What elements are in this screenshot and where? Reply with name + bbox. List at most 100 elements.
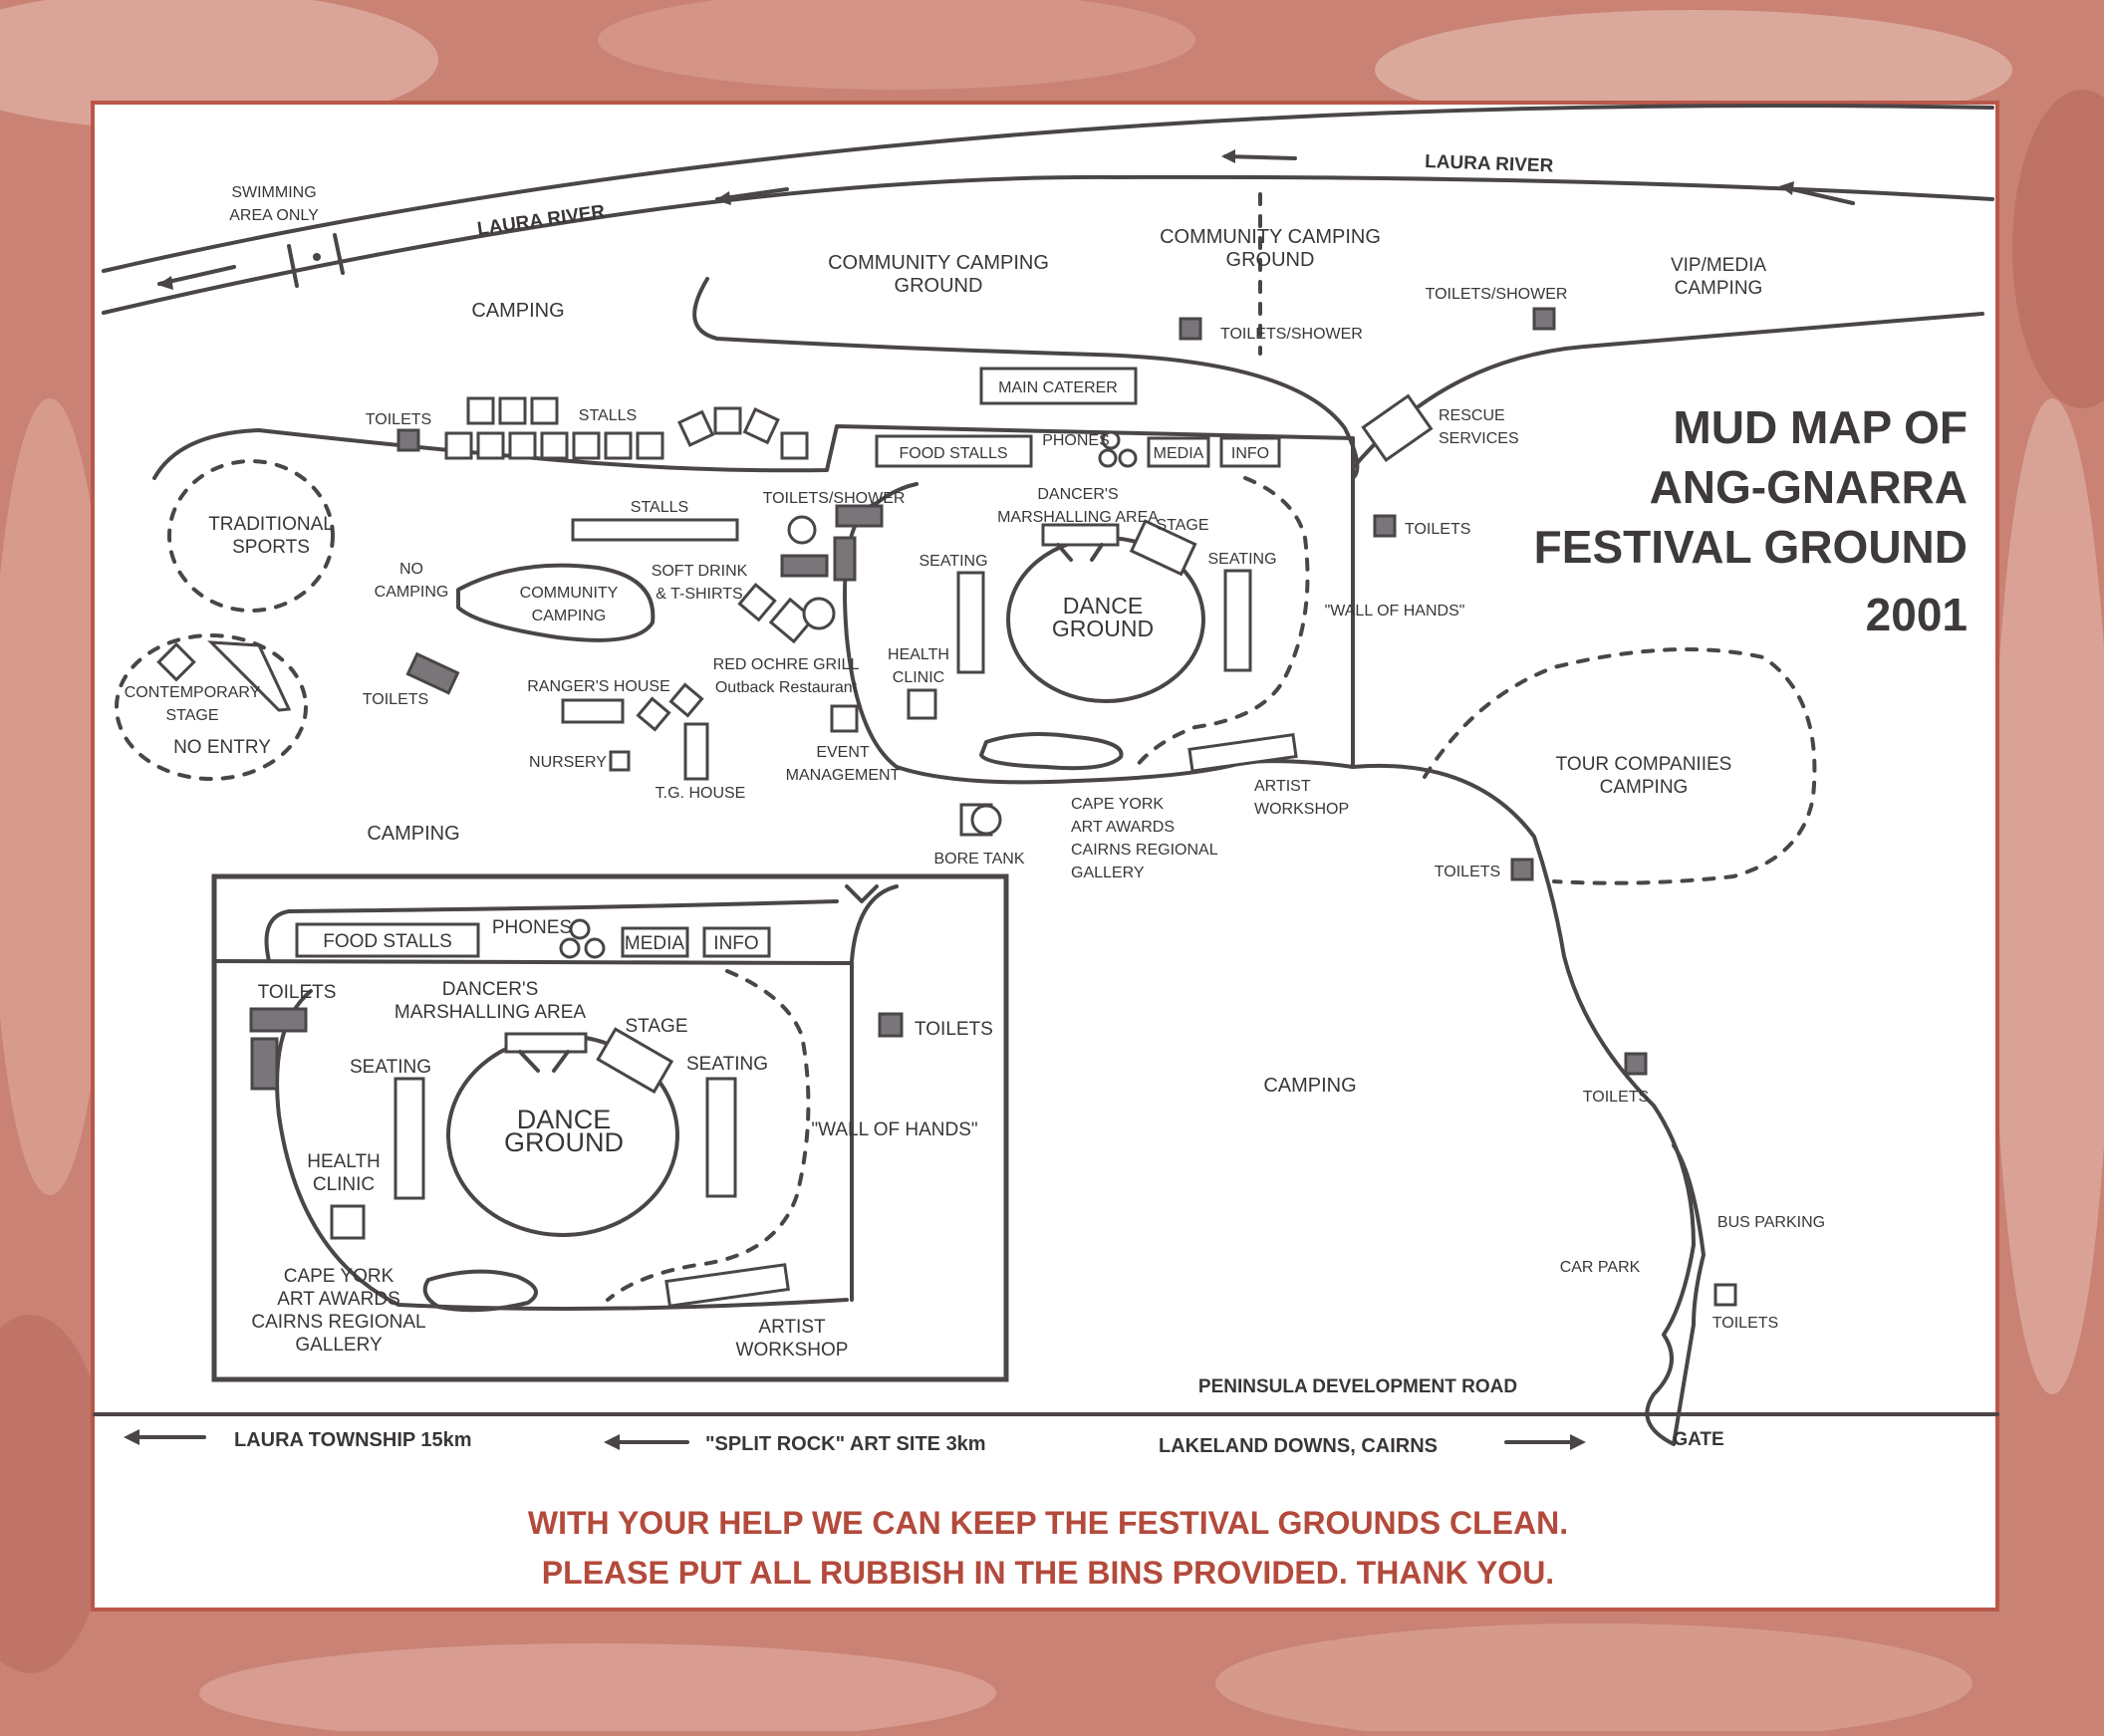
- map-community-camping-1-label: GROUND: [895, 275, 983, 297]
- media-box: [1147, 436, 1210, 468]
- direction-lakeland: LAKELAND DOWNS, CAIRNS: [1159, 1435, 1438, 1457]
- inset-media-box: [621, 926, 689, 958]
- river-label-right: LAURA RIVER: [1425, 151, 1554, 177]
- ranger-hut-2: [668, 682, 704, 718]
- map-toilets-shower-top-label: TOILETS/SHOWER: [1220, 326, 1363, 343]
- river-arrow-e-head: [1779, 181, 1794, 195]
- inset-phone-2: [559, 937, 581, 959]
- map-phones-label: PHONES: [1042, 432, 1110, 449]
- rescue-box: [1361, 393, 1434, 462]
- seating-right-bar: [1223, 569, 1252, 672]
- map-toilets-tour-label: TOILETS: [1435, 864, 1500, 880]
- contemporary-box: [156, 641, 196, 682]
- inset-dancers-marshalling-label: MARSHALLING AREA: [394, 1002, 586, 1023]
- map-community-camping-2-label: COMMUNITY CAMPING: [1160, 226, 1381, 248]
- map-health-clinic-label: HEALTH: [888, 646, 949, 663]
- title-line-4: 2001: [1866, 589, 1968, 640]
- inset-wall-of-hands-line: [606, 969, 811, 1302]
- soft-drink-box-2: [768, 597, 816, 644]
- map-artist-workshop-label: ARTIST: [1254, 778, 1311, 795]
- title-block: MUD MAP OF ANG-GNARRA FESTIVAL GROUND 20…: [1534, 401, 1968, 640]
- road-northeast: [1351, 312, 1984, 470]
- map-vip-media-label: CAMPING: [1675, 278, 1763, 299]
- seating-left-bar: [956, 571, 985, 674]
- map-traditional-sports-label: SPORTS: [232, 537, 310, 558]
- arrow-lakeland-head: [1570, 1434, 1586, 1450]
- map-health-clinic-label: CLINIC: [893, 669, 944, 686]
- inset-road-right: [212, 959, 854, 1302]
- map-nursery-label: NURSERY: [529, 754, 607, 771]
- toilets-shower-mid-3: [833, 536, 857, 582]
- inset-phone-1: [569, 918, 591, 940]
- ranger-hut-1: [636, 696, 671, 732]
- toilets-gate-box: [1713, 1283, 1737, 1307]
- event-box: [830, 704, 859, 733]
- river-arrow-mid-head: [715, 191, 731, 205]
- map-bus-parking-label: BUS PARKING: [1717, 1214, 1825, 1231]
- map-dance-ground-label: GROUND: [1052, 616, 1154, 641]
- inset-seating-left-bar: [394, 1077, 425, 1200]
- health-clinic-box: [907, 688, 937, 720]
- inset-seating-right-label: SEATING: [686, 1054, 768, 1075]
- map-camping-center-label: CAMPING: [1263, 1075, 1356, 1097]
- inset-toilets-out-label: TOILETS: [915, 1019, 993, 1040]
- map-vip-media-label: VIP/MEDIA: [1671, 255, 1766, 276]
- map-swimming-label: SWIMMING: [231, 184, 316, 201]
- inset-marshalling-box: [504, 1032, 588, 1054]
- marshalling-box: [1041, 523, 1120, 547]
- map-tour-companies-label: CAMPING: [1600, 777, 1689, 798]
- artist-workshop-box: [1187, 733, 1298, 773]
- map-no-entry-label: NO ENTRY: [173, 737, 271, 758]
- food-stalls-box: [875, 434, 1033, 468]
- map-soft-drink-label: & T-SHIRTS: [656, 586, 742, 603]
- phone-2: [1098, 448, 1118, 468]
- map-rescue-label: SERVICES: [1439, 430, 1519, 447]
- inset-stage-box: [596, 1027, 674, 1095]
- inset-cape-york-label: GALLERY: [295, 1335, 383, 1356]
- message-line-1: WITH YOUR HELP WE CAN KEEP THE FESTIVAL …: [528, 1505, 1568, 1541]
- stage-box: [1129, 519, 1197, 577]
- map-camping-nw-label: CAMPING: [471, 300, 564, 322]
- arrow-split-rock-head: [604, 1434, 620, 1450]
- map-toilets-gate-label: TOILETS: [1712, 1315, 1778, 1332]
- stalls-row: [444, 396, 809, 460]
- map-cape-york-label: ART AWARDS: [1071, 819, 1175, 836]
- toilets-e: [1373, 514, 1397, 538]
- map-community-camping-3-label: CAMPING: [532, 608, 607, 624]
- map-toilets-road-label: TOILETS: [1583, 1089, 1649, 1106]
- inset-road-top: [264, 899, 839, 963]
- map-cape-york-label: CAIRNS REGIONAL: [1071, 842, 1218, 859]
- contemporary-stage-area: [115, 633, 308, 781]
- inset-cape-york-label: CAIRNS REGIONAL: [251, 1312, 425, 1333]
- inset-phone-3: [584, 937, 606, 959]
- map-no-camping-label: CAMPING: [375, 584, 449, 601]
- inset-wall-of-hands-label: "WALL OF HANDS": [811, 1119, 977, 1140]
- phone-3: [1118, 448, 1138, 468]
- main-caterer-box: [979, 367, 1138, 405]
- map-community-camping-1-label: COMMUNITY CAMPING: [828, 252, 1049, 274]
- rangers-house-box: [561, 698, 625, 724]
- inset-artist-workshop-label: WORKSHOP: [736, 1340, 849, 1361]
- map-labels: SWIMMING AREA ONLY CAMPING COMMUNITY CAMPIN…: [125, 184, 1825, 1450]
- title-line-1: MUD MAP OF: [1673, 401, 1968, 453]
- inset-dancers-marshalling-label: DANCER'S: [442, 979, 539, 1000]
- map-dance-ground-label: DANCE: [1063, 593, 1144, 619]
- river-bank-lower: [102, 174, 1994, 315]
- toilets-w: [396, 428, 420, 452]
- inset-health-clinic-label: HEALTH: [307, 1151, 381, 1172]
- bore-tank-circle: [970, 804, 1002, 836]
- inset-seating-left-label: SEATING: [350, 1057, 431, 1078]
- inset-seating-right-bar: [705, 1077, 737, 1198]
- map-camping-sw-label: CAMPING: [367, 823, 459, 845]
- toilets-tour: [1510, 858, 1534, 881]
- map-contemporary-stage-label: STAGE: [165, 707, 218, 724]
- river-arrow-top: [1223, 154, 1297, 160]
- map-swimming-label: AREA ONLY: [229, 207, 319, 224]
- marshalling-leg-1: [1056, 543, 1073, 562]
- inset-health-clinic-label: CLINIC: [313, 1174, 375, 1195]
- map-seating-right-label: SEATING: [1207, 551, 1276, 568]
- map-artist-workshop-label: WORKSHOP: [1254, 801, 1349, 818]
- inset-cape-york-label: ART AWARDS: [277, 1289, 400, 1310]
